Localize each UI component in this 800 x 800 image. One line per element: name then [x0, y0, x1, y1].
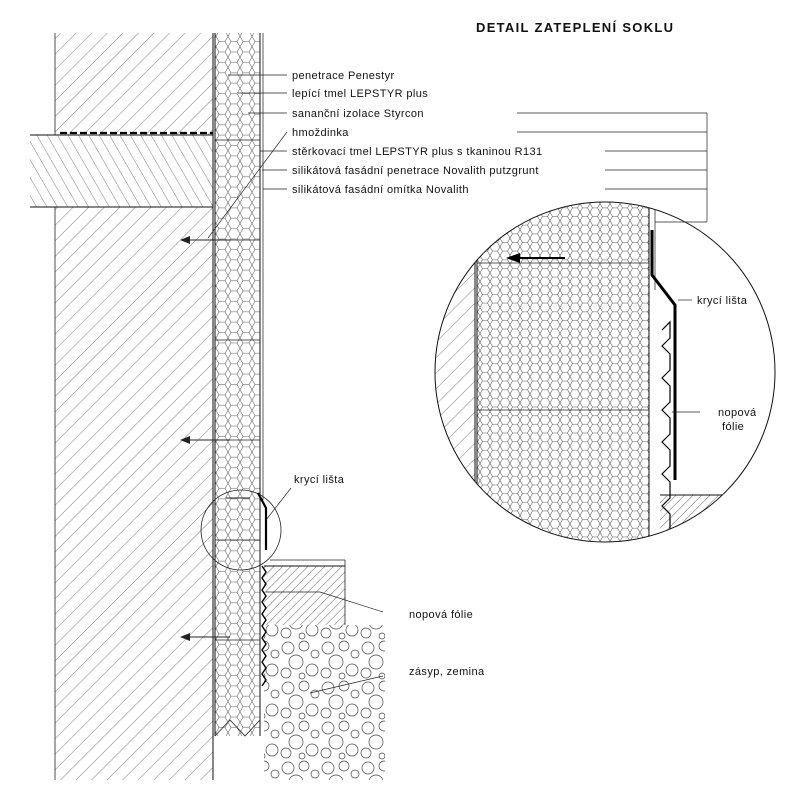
main-section [30, 33, 385, 780]
anchor-arrow-icon [506, 253, 565, 263]
layer-label-fasadni-omitka: silikátová fasádní omítka Novalith [292, 184, 469, 196]
layer-label-fasadni-penetrace: silikátová fasádní penetrace Novalith pu… [292, 165, 539, 177]
floor-slab [30, 131, 213, 208]
detail-cover-strip [650, 230, 677, 480]
label-backfill: zásyp, zemina [409, 666, 485, 678]
cover-strip [257, 492, 268, 550]
anchor-arrow-icon [180, 633, 230, 641]
anchor-arrow-icon [180, 236, 230, 244]
sidewalk-paving [264, 559, 346, 625]
detail-dimple-membrane [661, 320, 671, 541]
detail-reference-circle [200, 489, 282, 571]
insulation-board [214, 33, 261, 737]
layer-label-lepici-tmel: lepící tmel LEPSTYR plus [292, 88, 428, 100]
layer-labels: penetrace Penestyr lepící tmel LEPSTYR p… [292, 70, 543, 196]
leader-lines [207, 74, 708, 694]
detail-label-dimple-membrane-1: nopová [718, 407, 757, 419]
label-cover-strip: krycí lišta [294, 474, 345, 486]
layer-label-sanacni-izolace: sananční izolace Styrcon [292, 108, 424, 120]
detail-label-cover-strip: krycí lišta [697, 295, 748, 307]
anchor-arrow-icon [180, 436, 230, 444]
detail-circle-outline [434, 201, 776, 543]
backfill-soil [264, 625, 385, 780]
layer-label-penetrace: penetrace Penestyr [292, 70, 395, 82]
dimple-membrane [261, 565, 267, 687]
layer-label-hmozdinka: hmoždinka [292, 127, 349, 139]
label-dimple-membrane: nopová fólie [409, 609, 473, 621]
detail-label-dimple-membrane-2: fólie [722, 421, 744, 433]
drawing-title: DETAIL ZATEPLENÍ SOKLU [476, 20, 674, 35]
enlarged-detail [434, 201, 776, 543]
masonry-wall [54, 33, 213, 780]
layer-label-sterkovaci-tmel: stěrkovací tmel LEPSTYR plus s tkaninou … [292, 146, 543, 158]
